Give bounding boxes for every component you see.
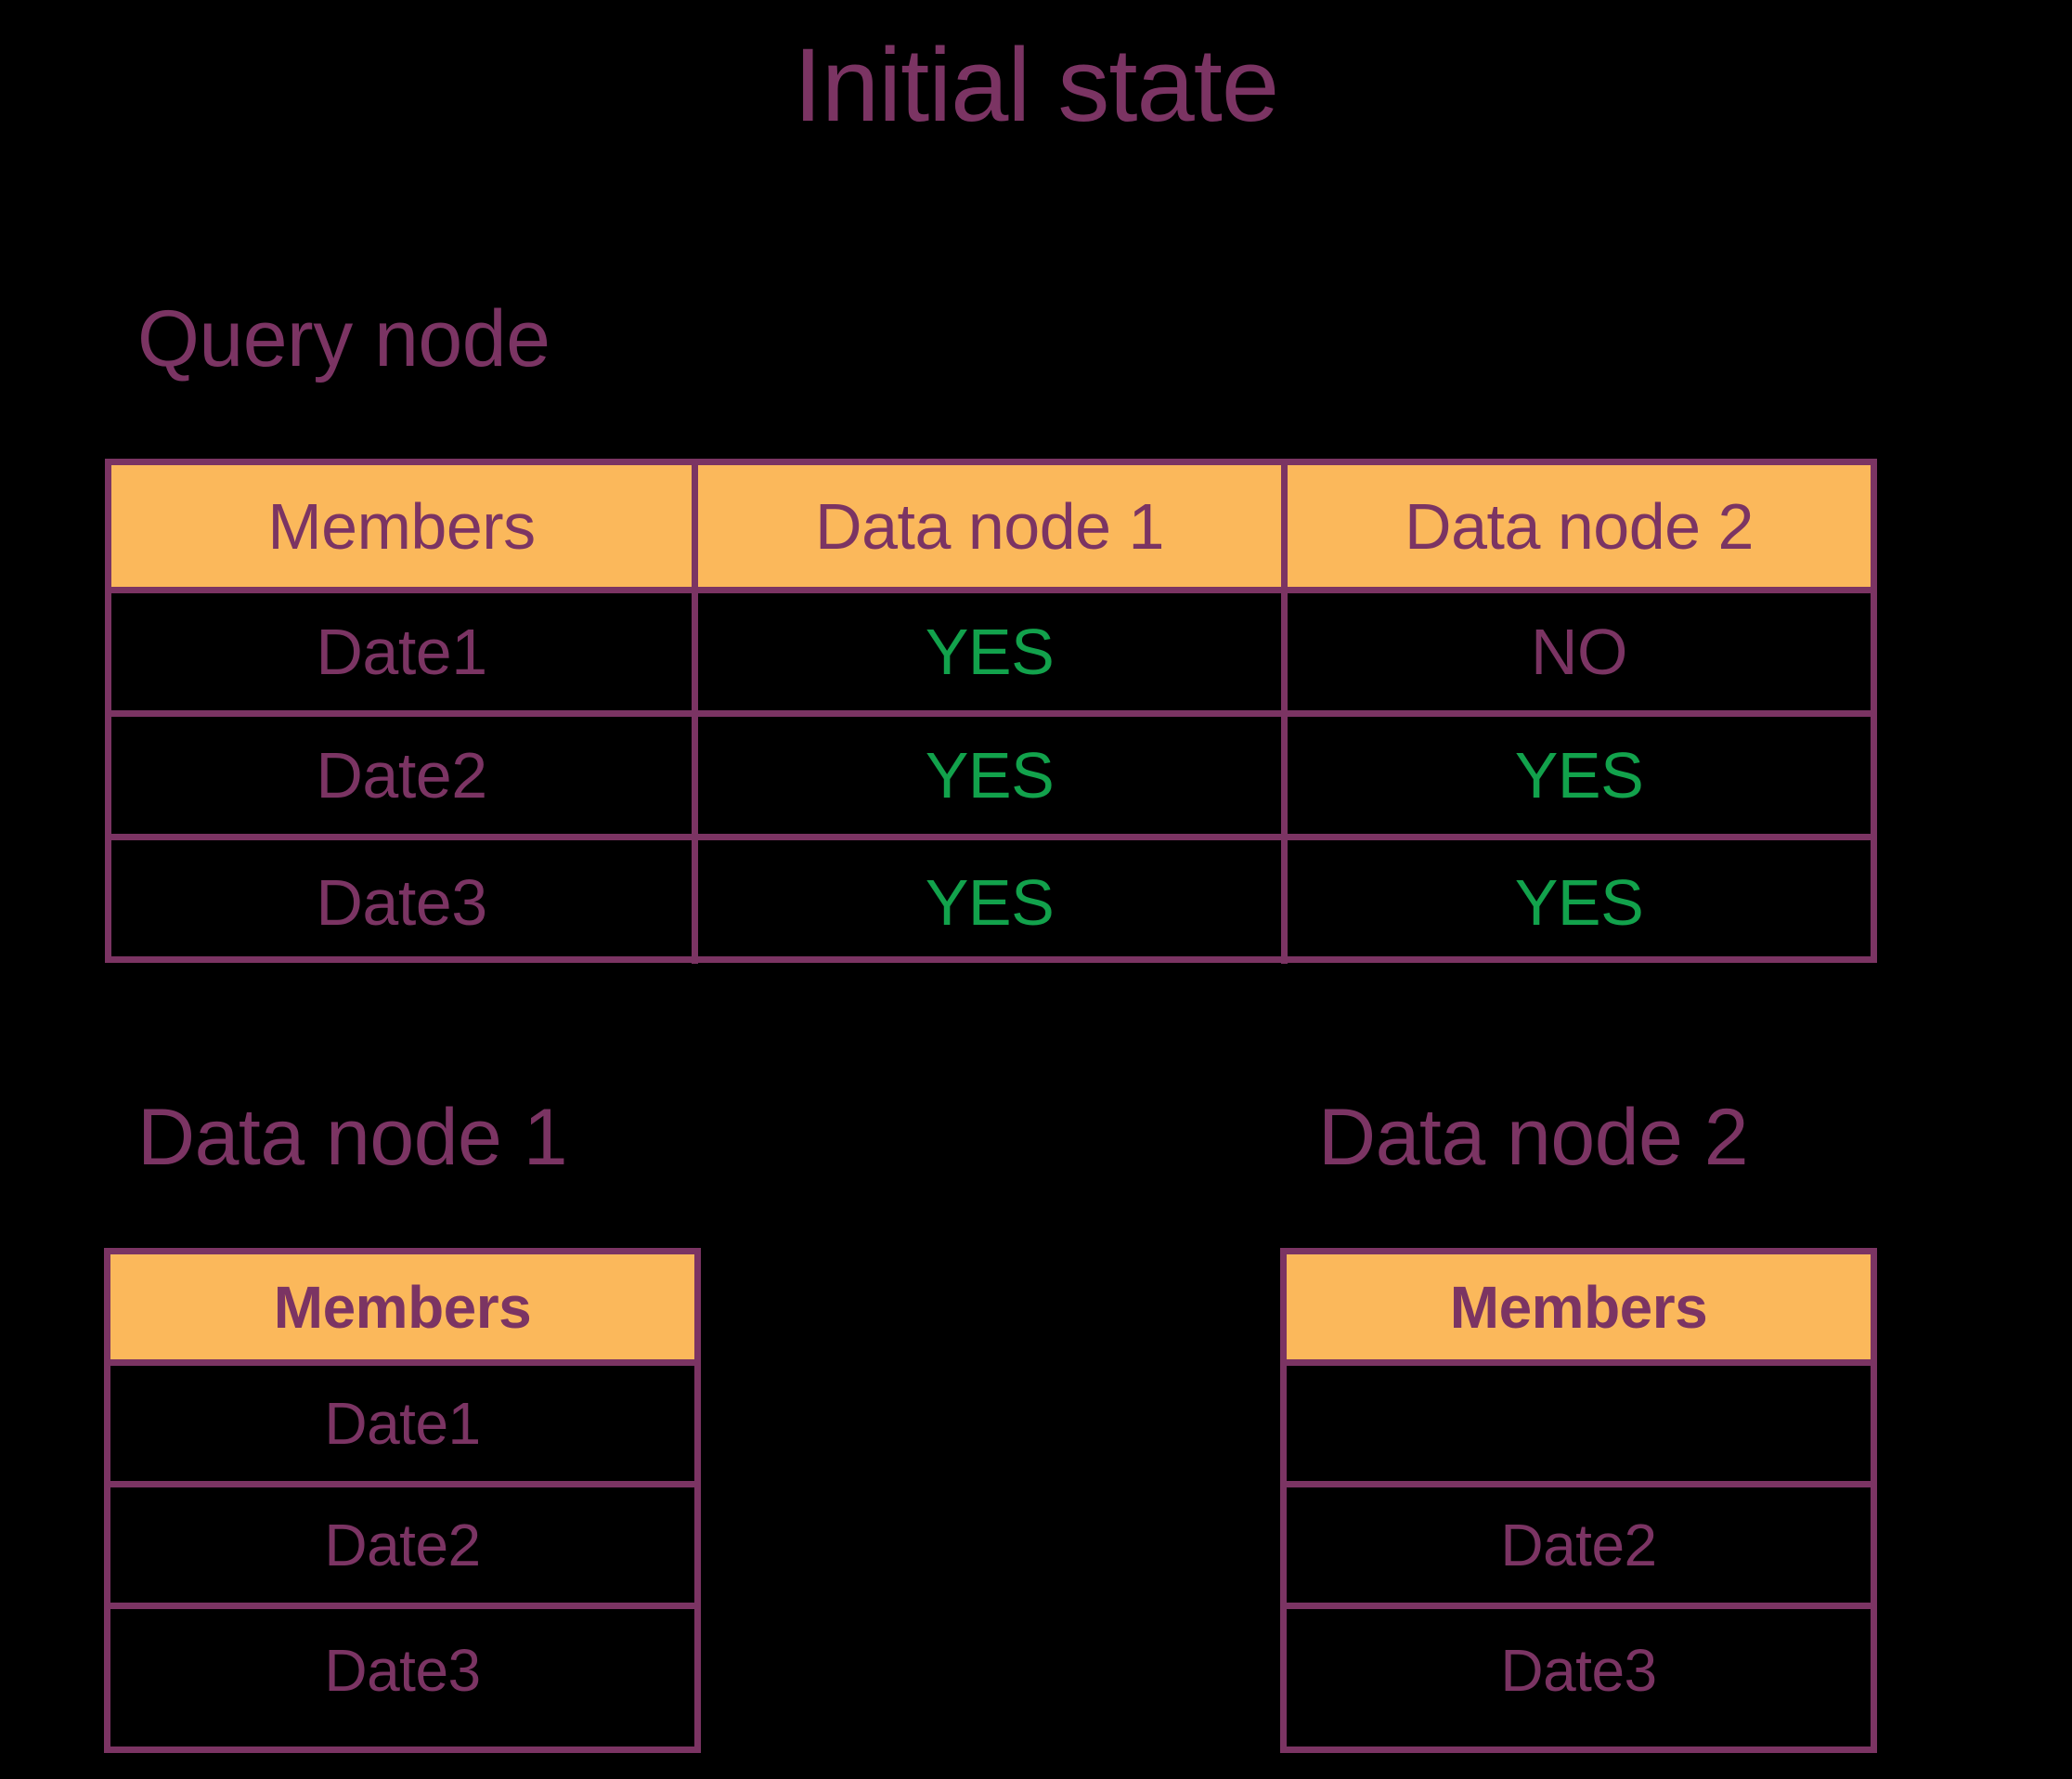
cell-member: Date1	[111, 593, 698, 710]
table-header-row: Members Data node 1 Data node 2	[111, 465, 1871, 593]
cell-member: Date2	[111, 717, 698, 834]
table-row-empty	[1287, 1366, 1871, 1487]
cell-member: Date3	[1500, 1636, 1657, 1704]
cell-node1-status: YES	[698, 840, 1288, 964]
cell-member: Date3	[324, 1636, 481, 1704]
column-header-members: Members	[111, 465, 698, 587]
table-row: Date1	[110, 1366, 694, 1487]
table-header-row: Members	[1287, 1254, 1871, 1366]
page-title: Initial state	[793, 27, 1279, 143]
column-header-data-node-2: Data node 2	[1288, 465, 1871, 587]
table-header-row: Members	[110, 1254, 694, 1366]
column-header-data-node-1: Data node 1	[698, 465, 1288, 587]
cell-member: Date2	[1500, 1512, 1657, 1578]
data-node-2-table: Members Date2 Date3	[1280, 1248, 1877, 1753]
cell-member-empty	[1287, 1366, 1871, 1481]
cell-node2-status: YES	[1514, 865, 1644, 939]
cell-node1-status: YES	[698, 593, 1288, 710]
cell-member: Date3	[111, 840, 698, 964]
data-node-2-heading: Data node 2	[1318, 1093, 1749, 1182]
column-header-members: Members	[110, 1254, 694, 1359]
cell-node1-status: YES	[698, 717, 1288, 834]
table-row: Date3	[1287, 1609, 1871, 1731]
cell-member: Date2	[324, 1512, 481, 1578]
table-row: Date1 YES NO	[111, 593, 1871, 717]
column-header-members: Members	[1287, 1254, 1871, 1359]
query-node-heading: Query node	[137, 294, 550, 383]
table-row: Date2 YES YES	[111, 717, 1871, 840]
data-node-1-heading: Data node 1	[137, 1093, 568, 1182]
cell-node2-status: YES	[1514, 739, 1644, 812]
cell-node2-status: NO	[1531, 616, 1628, 688]
table-row: Date2	[1287, 1487, 1871, 1609]
query-node-table: Members Data node 1 Data node 2 Date1 YE…	[105, 459, 1877, 964]
table-row: Date3 YES YES	[111, 840, 1871, 964]
cell-member: Date1	[324, 1390, 481, 1457]
table-row: Date3	[110, 1609, 694, 1731]
data-node-1-table: Members Date1 Date2 Date3	[104, 1248, 701, 1753]
table-row: Date2	[110, 1487, 694, 1609]
